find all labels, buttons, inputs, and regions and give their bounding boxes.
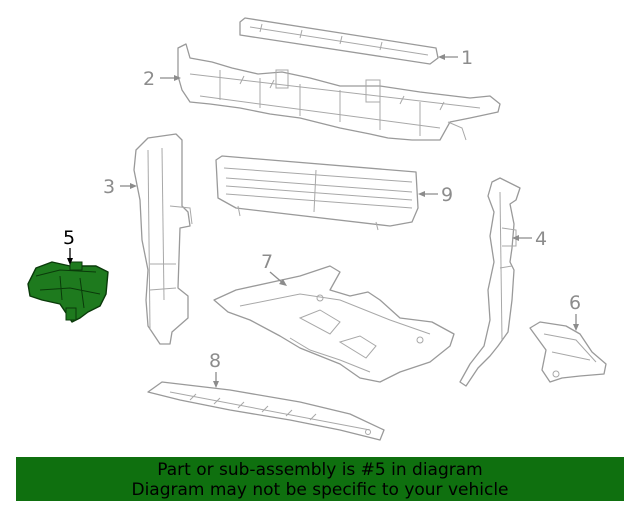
callout-6[interactable]: 6 bbox=[569, 292, 581, 314]
part-6-right-lower-deflector[interactable] bbox=[529, 321, 607, 383]
part-5-left-lower-deflector[interactable] bbox=[27, 261, 109, 323]
callout-3[interactable]: 3 bbox=[103, 176, 115, 198]
part-2-radiator-support-upper[interactable] bbox=[177, 43, 501, 141]
info-banner: Part or sub-assembly is #5 in diagram Di… bbox=[16, 457, 624, 501]
part-8-lower-air-deflector[interactable] bbox=[147, 381, 385, 441]
banner-line-2: Diagram may not be specific to your vehi… bbox=[131, 480, 509, 500]
callout-2[interactable]: 2 bbox=[143, 68, 155, 90]
part-3-left-air-baffle[interactable] bbox=[133, 133, 193, 345]
callout-5[interactable]: 5 bbox=[63, 227, 75, 249]
part-9-air-shutter[interactable] bbox=[215, 155, 419, 231]
callout-7[interactable]: 7 bbox=[261, 251, 273, 273]
callout-1[interactable]: 1 bbox=[461, 47, 473, 69]
part-4-right-air-baffle[interactable] bbox=[459, 177, 521, 387]
part-1-upper-tie-bar[interactable] bbox=[239, 17, 439, 65]
callout-8[interactable]: 8 bbox=[209, 350, 221, 372]
part-7-lower-splash-shield[interactable] bbox=[213, 265, 455, 383]
callout-4[interactable]: 4 bbox=[535, 228, 547, 250]
callout-9[interactable]: 9 bbox=[441, 184, 453, 206]
banner-line-1: Part or sub-assembly is #5 in diagram bbox=[157, 460, 483, 480]
